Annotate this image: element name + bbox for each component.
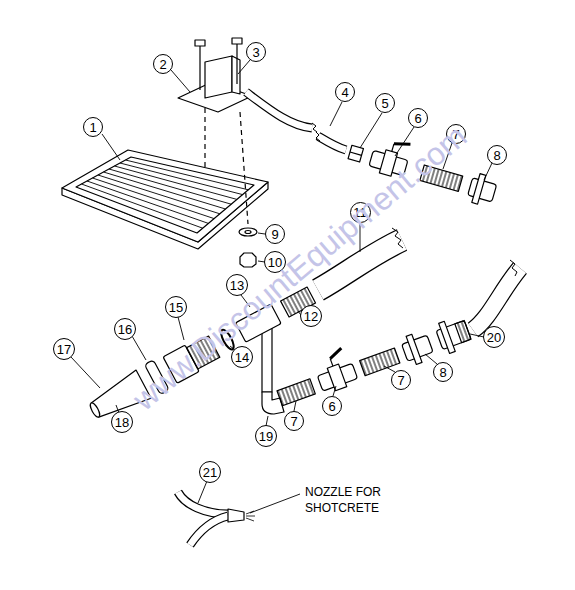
grate-slat	[104, 172, 226, 209]
callout-text: 17	[57, 343, 71, 356]
callout-text: 5	[381, 97, 388, 110]
mount-bracket	[178, 38, 252, 224]
note-label: NOZZLE FOR SHOTCRETE	[305, 485, 405, 516]
callout-number: 8	[487, 145, 507, 165]
watermark: www.DiscountEquipment.com	[126, 118, 474, 418]
callout-text: 8	[493, 149, 500, 162]
callout-text: 18	[115, 416, 129, 429]
callout-number: 9	[265, 224, 285, 244]
water-line-fittings	[271, 305, 473, 413]
hex-nut	[240, 253, 256, 267]
callout-text: 9	[271, 228, 278, 241]
callout-text: 1	[89, 121, 96, 134]
grate-tray	[62, 150, 268, 249]
grate-slat	[87, 181, 208, 223]
callout-text: 12	[304, 310, 318, 323]
callout-number: 15	[165, 296, 187, 318]
callout-text: 16	[118, 323, 132, 336]
callout-text: 3	[252, 46, 259, 59]
leader-lines	[71, 60, 492, 513]
grate-slat	[120, 163, 243, 195]
callout-number: 6	[408, 108, 428, 128]
callout-number: 17	[53, 338, 75, 360]
callout-number: 1	[83, 117, 103, 137]
callout-number: 21	[199, 461, 221, 483]
grate-slat	[98, 175, 220, 214]
callout-text: 4	[341, 86, 348, 99]
callout-number: 20	[483, 326, 505, 348]
callout-text: 21	[203, 466, 217, 479]
callout-number: 7	[391, 370, 411, 390]
callout-number: 8	[433, 362, 453, 382]
callout-text: 15	[169, 301, 183, 314]
callout-number: 18	[111, 411, 133, 433]
callout-text: 6	[414, 112, 421, 125]
grate-slat	[126, 160, 249, 190]
water-hose	[473, 260, 520, 330]
callout-number: 7	[284, 411, 304, 431]
callout-number: 12	[300, 305, 322, 327]
callout-text: 13	[230, 279, 244, 292]
callout-number: 16	[114, 318, 136, 340]
callout-number: 3	[246, 42, 266, 62]
washer	[239, 228, 257, 236]
callout-number: 2	[153, 54, 173, 74]
callout-text: 19	[259, 430, 273, 443]
callout-text: 7	[290, 415, 297, 428]
callout-text: 2	[159, 58, 166, 71]
callout-text: 7	[397, 374, 404, 387]
callout-number: 4	[335, 82, 355, 102]
water-hose	[246, 92, 346, 150]
grate-slat	[93, 178, 215, 219]
callout-text: 20	[487, 331, 501, 344]
callout-number: 14	[231, 346, 253, 368]
shotcrete-nozzle-hose	[178, 492, 255, 545]
callout-number: 6	[322, 396, 342, 416]
callout-number: 19	[255, 425, 277, 447]
callout-text: 8	[439, 366, 446, 379]
callout-text: 14	[235, 351, 249, 364]
callout-text: 6	[328, 400, 335, 413]
callout-number: 5	[375, 93, 395, 113]
